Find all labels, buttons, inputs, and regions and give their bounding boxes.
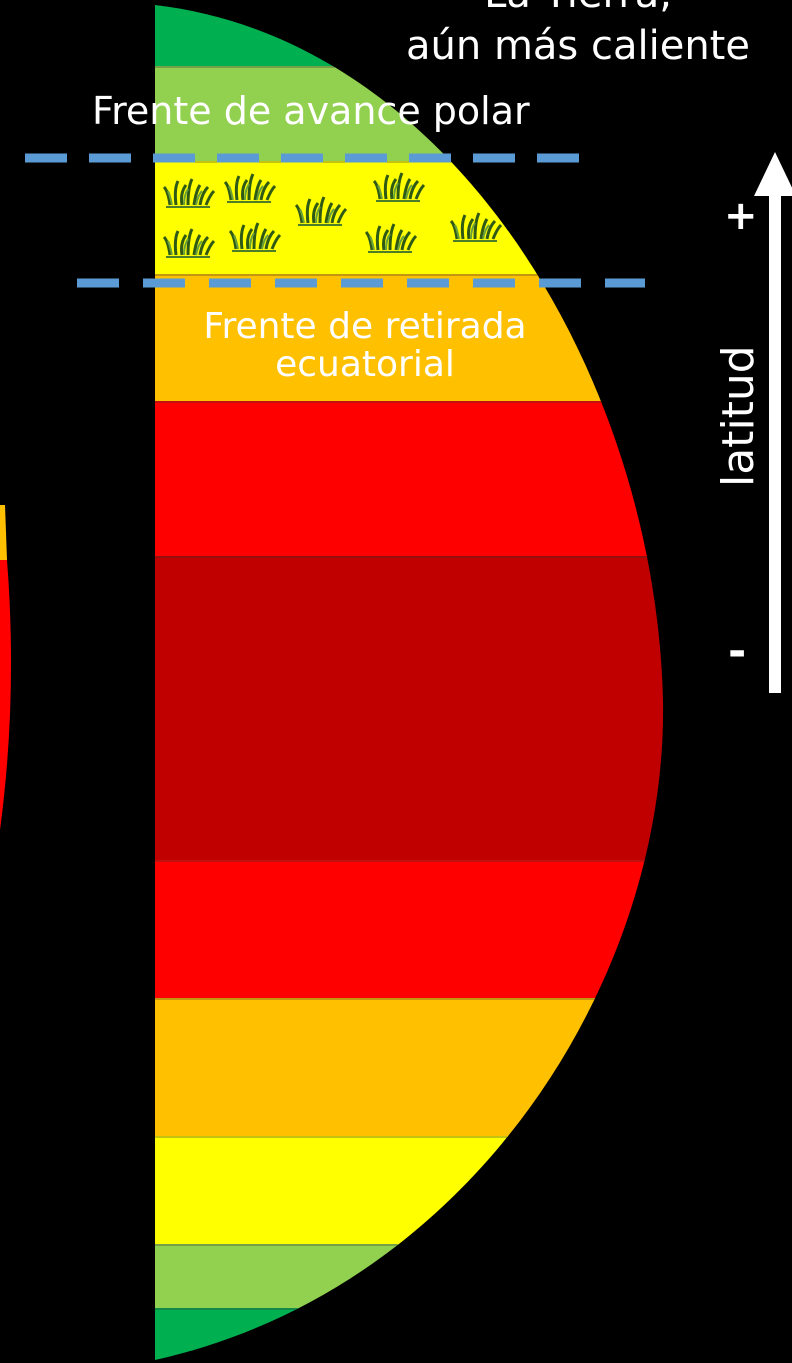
band-temperate-north-grassland xyxy=(155,161,664,276)
previous-earth-edge-yellow xyxy=(0,505,7,560)
latitude-minus-sign: - xyxy=(728,626,747,677)
equatorial-front-label: Frente de retirada ecuatorial xyxy=(203,306,527,386)
title-line-2: aún más caliente xyxy=(406,23,750,69)
latitude-plus-sign: + xyxy=(724,193,758,239)
band-temperate-south xyxy=(155,1136,664,1246)
band-polar-south xyxy=(155,1308,664,1360)
band-hot-south xyxy=(155,860,664,1000)
band-equatorial xyxy=(155,556,664,862)
band-warm-south xyxy=(155,998,664,1138)
band-hot-north xyxy=(155,401,664,558)
latitude-arrow-head xyxy=(754,152,792,196)
earth-half xyxy=(155,5,664,1360)
polar-front-label: Frente de avance polar xyxy=(92,89,530,133)
title-line-1: La Tierra, xyxy=(368,0,788,14)
previous-earth-edge-red xyxy=(0,560,12,830)
latitude-axis-label: latitud xyxy=(713,345,764,487)
band-subpolar-south xyxy=(155,1244,664,1310)
